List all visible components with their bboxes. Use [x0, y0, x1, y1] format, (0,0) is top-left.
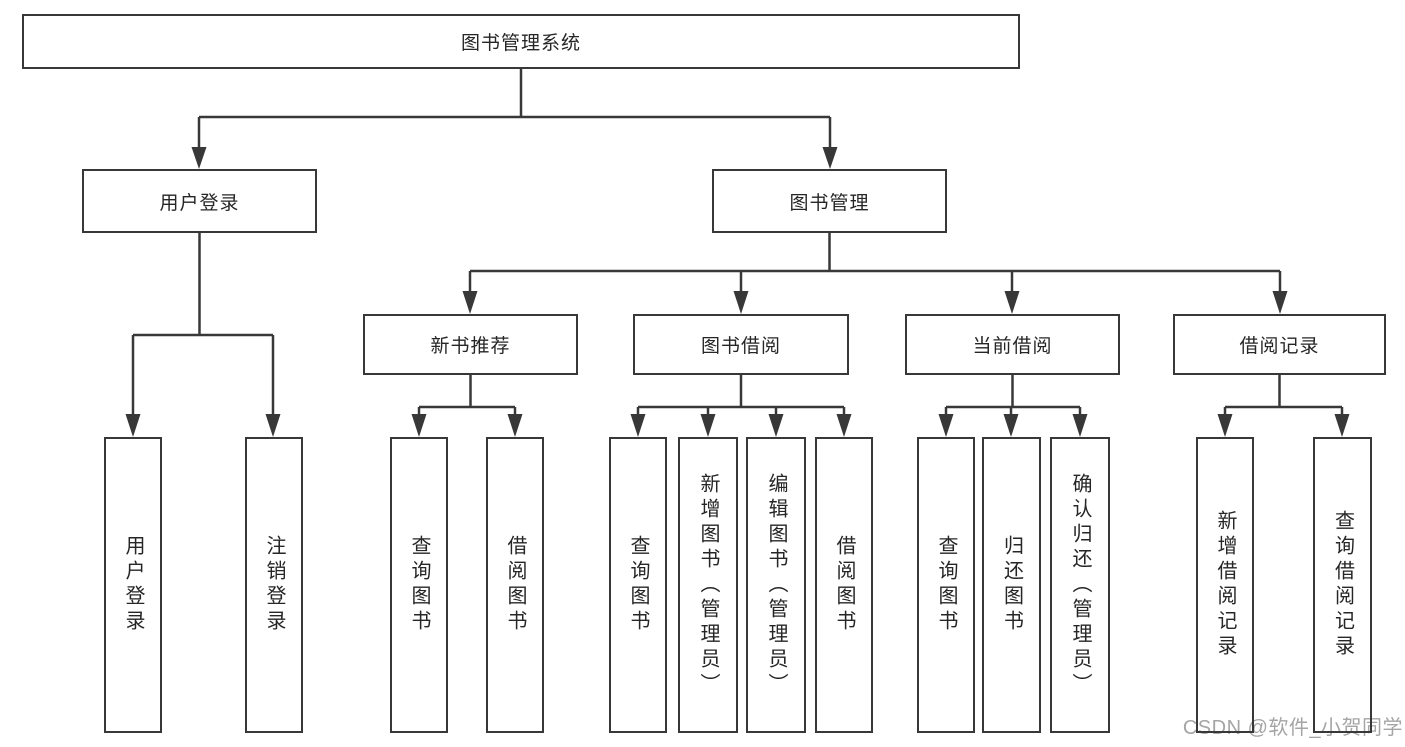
leaf-user-login: 用户登录: [104, 437, 162, 733]
leaf-query-borrow-record: 查询借阅记录: [1313, 437, 1372, 733]
node-user-login: 用户登录: [82, 169, 317, 233]
csdn-watermark: CSDN @软件_小贺同学: [1182, 717, 1403, 739]
leaf-query-books-current: 查询图书: [917, 437, 975, 733]
arrowhead-book-mgmt: [822, 147, 838, 169]
leaf-add-borrow-record: 新增借阅记录: [1196, 437, 1254, 733]
leaf-confirm-return-admin: 确认归还（管理员）: [1050, 437, 1110, 733]
leaf-return-books: 归还图书: [982, 437, 1041, 733]
leaf-query-books-borrow: 查询图书: [609, 437, 667, 733]
leaf-borrow-books: 借阅图书: [815, 437, 873, 733]
node-book-management: 图书管理: [712, 169, 947, 233]
node-root-system: 图书管理系统: [22, 14, 1020, 69]
node-book-borrow: 图书借阅: [633, 314, 849, 375]
leaf-add-books-admin: 新增图书（管理员）: [678, 437, 738, 733]
leaf-query-books-recommend: 查询图书: [390, 437, 448, 733]
arrowhead-user-login: [191, 147, 207, 169]
leaf-edit-books-admin: 编辑图书（管理员）: [746, 437, 806, 733]
node-borrow-records: 借阅记录: [1173, 314, 1386, 375]
leaf-borrow-books-recommend: 借阅图书: [486, 437, 544, 733]
node-current-borrow: 当前借阅: [905, 314, 1120, 375]
node-new-book-recommend: 新书推荐: [363, 314, 578, 375]
leaf-logout: 注销登录: [245, 437, 303, 733]
